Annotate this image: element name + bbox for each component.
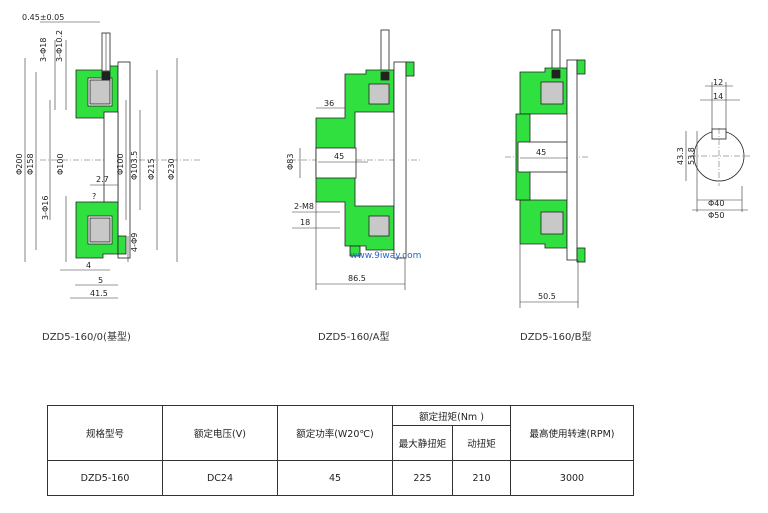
lead-wire <box>380 29 390 73</box>
header-static-torque: 最大静扭矩 <box>392 425 453 461</box>
mount-foot <box>117 235 127 255</box>
header-max-speed: 最高使用转速(RPM) <box>510 405 635 461</box>
type-b-view: 45 50.5 DZD5-160/B型 <box>505 29 592 343</box>
dim-label: 45 <box>334 152 344 161</box>
dim-label: 5 <box>98 276 103 285</box>
view-caption: DZD5-160/0(基型) <box>42 330 131 343</box>
header-torque: 额定扭矩(Nm ) <box>391 405 512 426</box>
bore <box>315 147 357 179</box>
terminal-block <box>551 69 561 79</box>
dim-label: 53.8 <box>687 147 696 165</box>
armature-plate <box>393 61 407 259</box>
cell-power: 45 <box>277 460 393 496</box>
dim-label: 14 <box>713 92 723 101</box>
terminal-block <box>101 71 111 81</box>
lead-wire <box>551 29 561 71</box>
coil-bottom <box>89 217 111 243</box>
cell-dynamic-torque: 210 <box>451 460 512 496</box>
type-a-view: 36 Φ83 45 2-M8 18 86.5 DZD5-160/A型 <box>286 29 420 343</box>
dim-label: 50.5 <box>538 292 556 301</box>
armature-plate <box>566 59 578 261</box>
armature-tab <box>576 59 586 75</box>
dim-label: 4 <box>86 261 91 270</box>
armature-tab <box>405 61 415 77</box>
dim-label: 2-M8 <box>294 202 314 211</box>
dim-label: 3-Φ16 <box>41 196 50 220</box>
base-type-view: 0.45±0.05 3-Φ18 3-Φ10.2 Φ200 Φ158 Φ100 Φ… <box>15 13 200 343</box>
dim-label: Φ83 <box>286 154 295 170</box>
header-model: 规格型号 <box>47 405 163 461</box>
header-voltage: 额定电压(V) <box>162 405 278 461</box>
dim-label: 43.3 <box>676 147 685 165</box>
cell-voltage: DC24 <box>162 460 278 496</box>
cell-model: DZD5-160 <box>47 460 163 496</box>
foot <box>349 245 361 257</box>
dim-label: Φ100 <box>56 153 65 175</box>
coil-top <box>368 83 390 105</box>
coil-top <box>89 79 111 105</box>
dim-label: Φ40 <box>708 199 724 208</box>
dim-label: 0.45±0.05 <box>22 13 64 22</box>
dim-label: 12 <box>713 78 723 87</box>
cell-max-speed: 3000 <box>510 460 635 496</box>
dim-label: 3-Φ18 <box>39 38 48 62</box>
dim-label: 18 <box>300 218 310 227</box>
view-caption: DZD5-160/A型 <box>318 330 390 343</box>
dim-label: 36 <box>324 99 334 108</box>
dim-label: 86.5 <box>348 274 366 283</box>
coil-top <box>540 81 564 105</box>
technical-drawing: 0.45±0.05 3-Φ18 3-Φ10.2 Φ200 Φ158 Φ100 Φ… <box>15 13 750 343</box>
spec-table: 规格型号 额定电压(V) 额定功率(W20℃) 额定扭矩(Nm ) 最高使用转速… <box>47 405 635 496</box>
dim-label: Φ103.5 <box>130 151 139 180</box>
dim-label: Φ215 <box>147 158 156 180</box>
watermark-text: www.9iway.com <box>350 251 421 261</box>
dim-label: ? <box>92 192 96 201</box>
bore <box>517 141 569 173</box>
coil-bottom <box>540 211 564 235</box>
dim-label: Φ230 <box>167 158 176 180</box>
header-dynamic-torque: 动扭矩 <box>451 425 512 461</box>
dim-label: 4-Φ9 <box>130 233 139 252</box>
dim-label: Φ200 <box>15 153 24 175</box>
dim-label: 2.7 <box>96 175 109 184</box>
coil-bottom <box>368 215 390 237</box>
dim-label: 45 <box>536 148 546 157</box>
cell-static-torque: 225 <box>392 460 453 496</box>
dim-label: Φ100 <box>116 153 125 175</box>
shaft-section-view: 12 14 43.3 53.8 Φ40 Φ50 <box>676 78 750 220</box>
terminal-block <box>380 71 390 81</box>
dim-label: 3-Φ10.2 <box>55 30 64 62</box>
view-caption: DZD5-160/B型 <box>520 330 592 343</box>
armature-tab <box>576 247 586 263</box>
dim-label: 41.5 <box>90 289 108 298</box>
dim-label: Φ50 <box>708 211 724 220</box>
header-power: 额定功率(W20℃) <box>277 405 393 461</box>
dim-label: Φ158 <box>26 153 35 175</box>
